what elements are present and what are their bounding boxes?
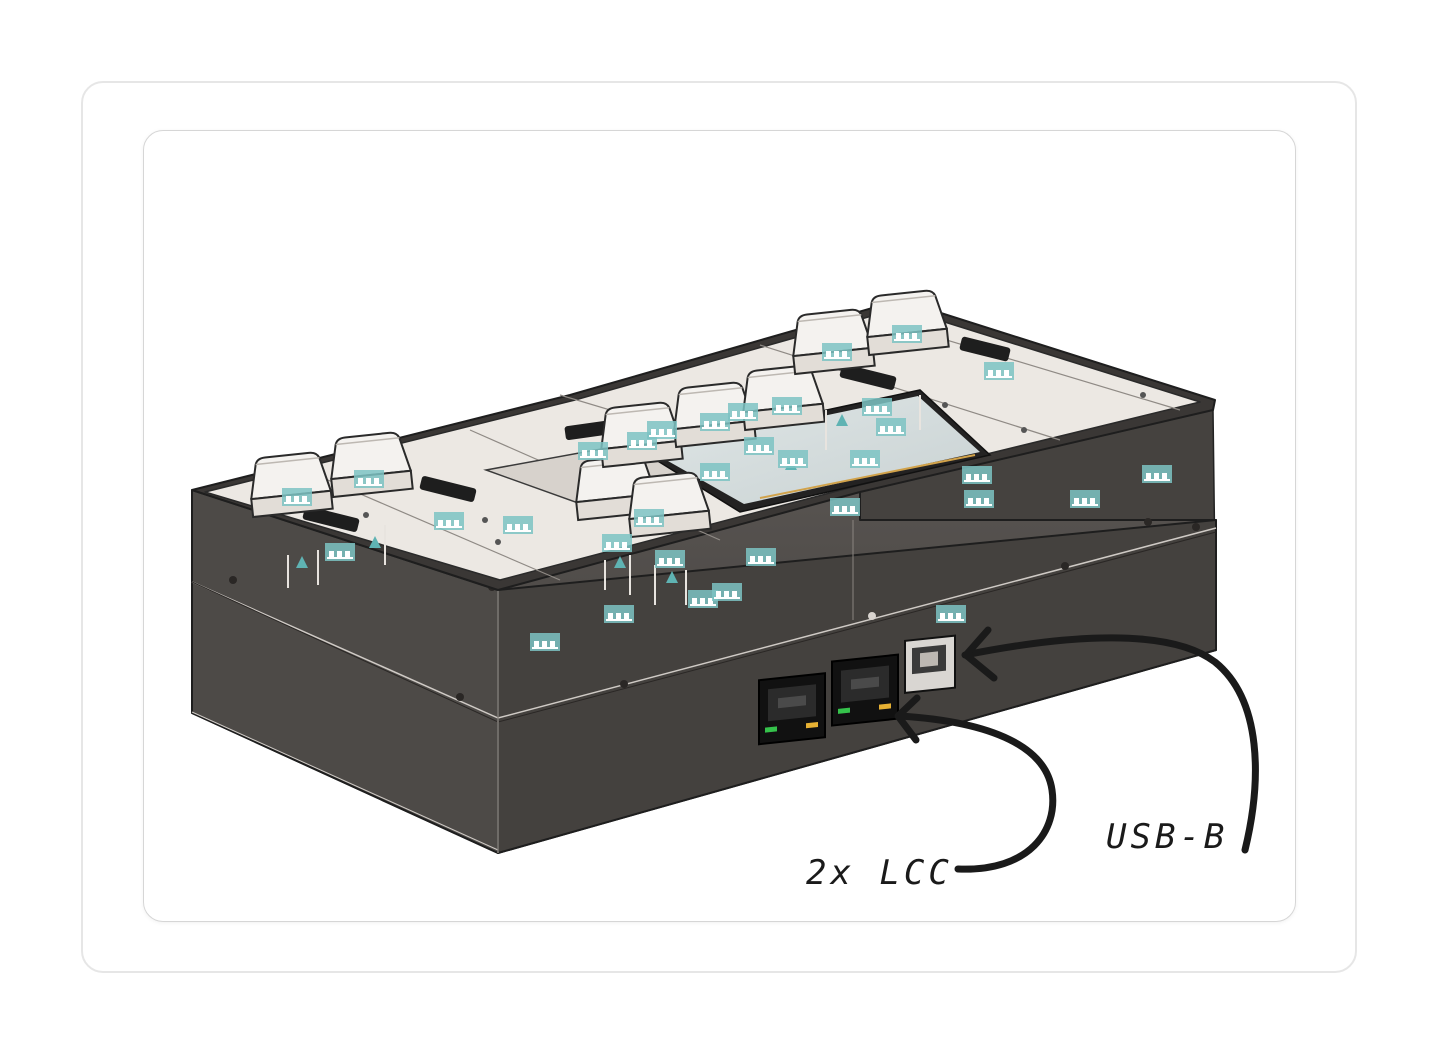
usb-annotation-arrow bbox=[961, 626, 1259, 854]
lcc-port-1 bbox=[758, 672, 826, 746]
lcc-annotation-arrow bbox=[894, 694, 1057, 873]
lcc-port-2 bbox=[831, 653, 899, 727]
usb-b-port bbox=[904, 634, 956, 694]
cad-guides bbox=[287, 395, 921, 605]
usb-label: USB-B bbox=[1106, 817, 1228, 857]
lcc-label: 2x LCC bbox=[806, 853, 953, 893]
